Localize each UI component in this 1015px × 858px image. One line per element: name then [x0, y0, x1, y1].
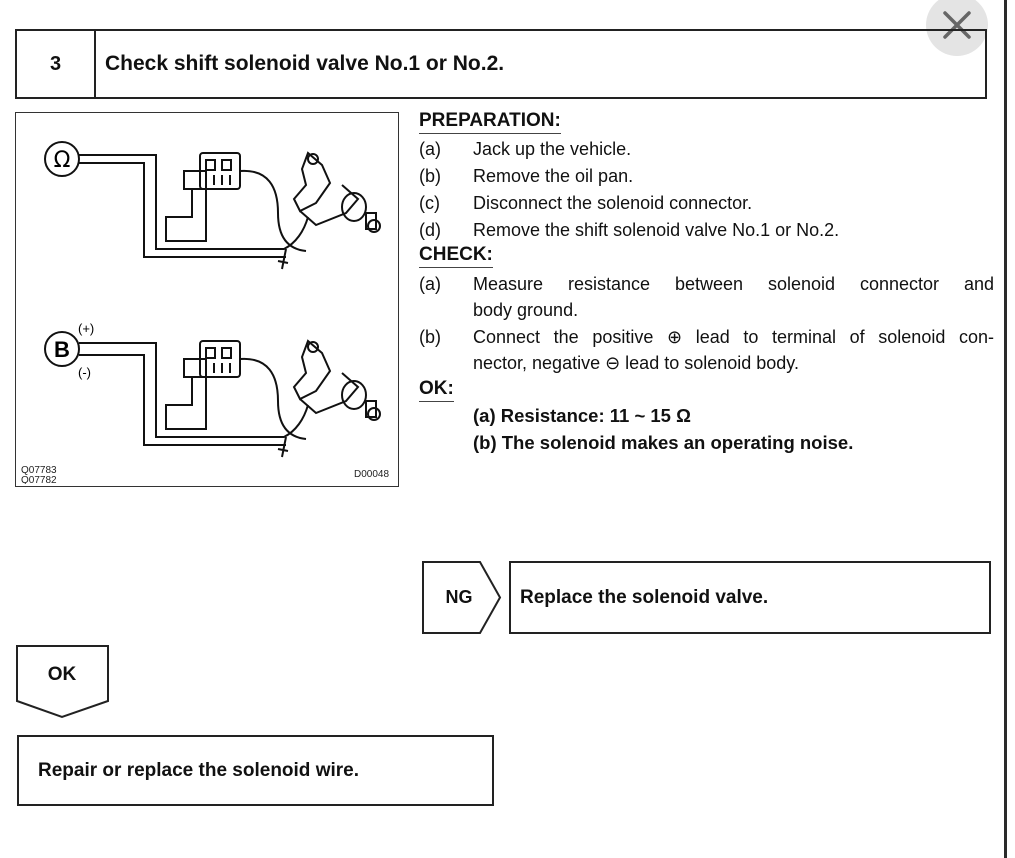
solenoid-illustration: Ω B (+) (-) Q07783 Q07782 D00048 [15, 112, 399, 487]
ok-spec-noise: (b) The solenoid makes an operating nois… [473, 432, 854, 453]
minus-label: (-) [78, 365, 91, 380]
ok-action-box: Repair or replace the solenoid wire. [17, 735, 494, 806]
item-text: Remove the shift solenoid valve No.1 or … [473, 220, 840, 240]
step-number: 3 [17, 31, 96, 97]
figure-code-right: D00048 [354, 469, 390, 480]
item-label: (a) [419, 139, 441, 159]
item-text: Disconnect the solenoid connector. [473, 193, 753, 213]
page-right-edge [1004, 0, 1007, 858]
item-label: (c) [419, 193, 440, 213]
preparation-heading: PREPARATION: [419, 110, 561, 134]
ng-tag: NG [422, 561, 502, 634]
item-text: Remove the oil pan. [473, 166, 634, 186]
ng-arrow-shape [422, 561, 502, 634]
battery-label: B [54, 337, 70, 362]
step-header: 3 Check shift solenoid valve No.1 or No.… [15, 29, 987, 99]
solenoid-diagram: Ω B (+) (-) [44, 141, 381, 458]
ng-action-box: Replace the solenoid valve. [509, 561, 991, 634]
item-text: body ground. [473, 300, 579, 320]
check-heading: CHECK: [419, 244, 493, 268]
item-text: Jack up the vehicle. [473, 139, 632, 159]
step-title: Check shift solenoid valve No.1 or No.2. [105, 52, 505, 75]
item-label: (b) [419, 327, 441, 347]
ok-spec-resistance: (a) Resistance: 11 ~ 15 Ω [473, 405, 691, 426]
close-icon [943, 11, 971, 39]
ok-arrow-shape [16, 645, 109, 719]
item-label: (b) [419, 166, 441, 186]
item-label: (d) [419, 220, 441, 240]
plus-label: (+) [78, 321, 94, 336]
item-text: nector, negative ⊖ lead to solenoid body… [473, 353, 799, 373]
ng-label: NG [445, 587, 473, 607]
item-label: (a) [419, 274, 441, 294]
figure-code-left-1: Q07783 [21, 465, 57, 476]
item-text: Measure resistance between solenoid conn… [473, 274, 994, 294]
figure-code-left-2: Q07782 [21, 475, 57, 484]
ohm-symbol: Ω [54, 148, 71, 173]
ok-heading: OK: [419, 378, 454, 402]
item-text: Connect the positive ⊕ lead to terminal … [473, 327, 994, 347]
ok-tag: OK [16, 645, 110, 719]
ok-label: OK [47, 664, 77, 685]
close-button[interactable] [926, 0, 988, 56]
